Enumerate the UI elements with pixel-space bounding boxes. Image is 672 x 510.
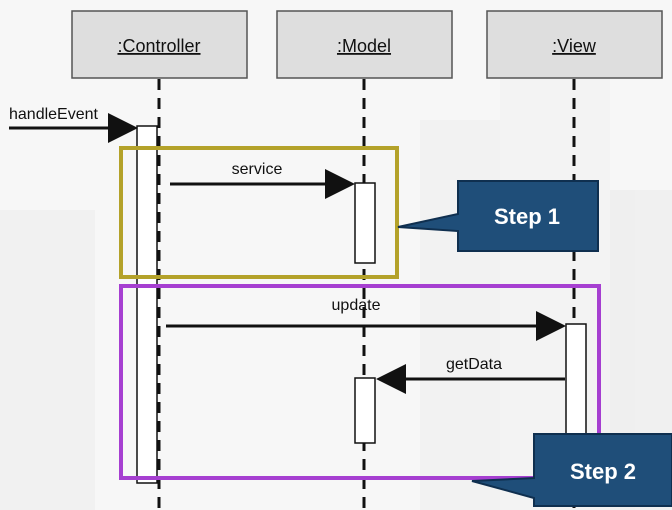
lifeline-controller-box bbox=[71, 10, 248, 79]
step2-frame bbox=[119, 284, 601, 480]
message-update: update bbox=[166, 297, 566, 341]
step2-callout-shape bbox=[471, 433, 672, 507]
message-handle-event-label: handleEvent bbox=[9, 106, 99, 123]
message-get-data-label: getData bbox=[446, 356, 502, 373]
lifeline-model-label: :Model bbox=[337, 36, 391, 56]
lifeline-view-label: :View bbox=[552, 36, 597, 56]
message-service: service bbox=[170, 161, 355, 199]
step1-callout: Step 1 bbox=[397, 180, 599, 252]
step2-label: Step 2 bbox=[570, 459, 636, 484]
message-update-label: update bbox=[332, 297, 381, 314]
message-handle-event: handleEvent bbox=[9, 106, 138, 143]
lifeline-model: :Model bbox=[276, 10, 453, 510]
view-activation-bar bbox=[565, 323, 587, 440]
message-get-data: getData bbox=[376, 356, 565, 394]
step1-frame bbox=[119, 146, 399, 279]
lifeline-model-box bbox=[276, 10, 453, 79]
step1-label: Step 1 bbox=[494, 204, 560, 229]
lifeline-controller: :Controller bbox=[71, 10, 248, 510]
message-service-label: service bbox=[232, 161, 283, 178]
model-activation-bar-2 bbox=[354, 377, 376, 444]
lifeline-view-box bbox=[486, 10, 663, 79]
step2-callout: Step 2 bbox=[471, 433, 672, 507]
controller-activation-bar bbox=[136, 125, 158, 484]
lifeline-controller-label: :Controller bbox=[117, 36, 200, 56]
model-activation-bar-1 bbox=[354, 182, 376, 264]
step1-callout-shape bbox=[397, 180, 599, 252]
lifeline-view: :View bbox=[486, 10, 663, 510]
